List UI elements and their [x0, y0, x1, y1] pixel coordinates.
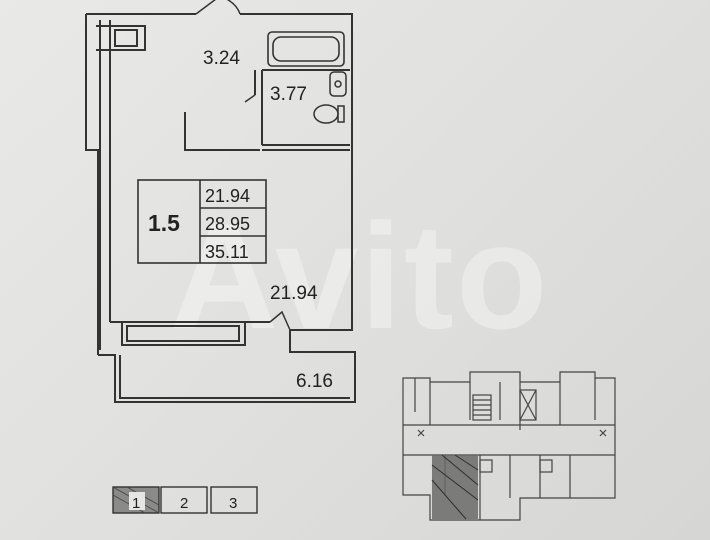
toilet: [313, 104, 345, 124]
inner-walls: [96, 25, 350, 151]
balcony-area-label: 6.16: [296, 371, 333, 392]
apartment-highlight: [431, 454, 479, 520]
floor-label-2: 2: [180, 495, 188, 512]
floor-item-3[interactable]: 3: [210, 486, 258, 514]
summary-total-with-balcony: 35.11: [205, 242, 249, 262]
balcony: [98, 322, 356, 403]
floor-label-1: 1: [132, 495, 140, 512]
entry-door: [195, 0, 241, 15]
living-area-label: 21.94: [270, 283, 318, 304]
rooms-count: 1.5: [148, 210, 180, 236]
balcony-door: [269, 310, 291, 331]
outer-walls: [85, 13, 353, 355]
building-key-plan: [402, 371, 616, 521]
bathtub: [267, 31, 345, 67]
floor-item-2[interactable]: 2: [160, 486, 208, 514]
area-summary-table: [137, 179, 267, 264]
summary-living-area: 21.94: [205, 186, 250, 206]
sink: [329, 71, 347, 97]
bathroom-area-label: 3.77: [270, 84, 307, 105]
floor-selector: 1 2 3: [112, 486, 258, 514]
floor-label-3: 3: [229, 495, 237, 512]
hall-area-label: 3.24: [203, 48, 240, 69]
bathroom-door: [244, 94, 256, 103]
summary-total-area: 28.95: [205, 214, 250, 234]
floor-item-1[interactable]: 1: [112, 486, 160, 514]
